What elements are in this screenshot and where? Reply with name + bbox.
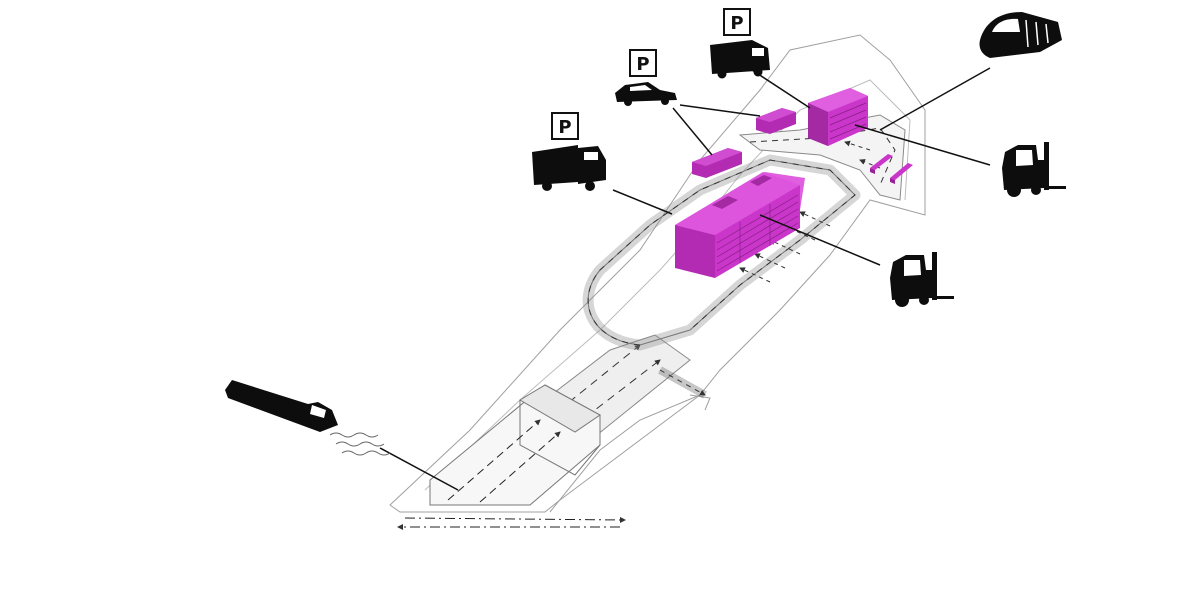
svg-text:P: P (636, 54, 649, 75)
upper-warehouse (808, 88, 868, 146)
canal-basin (429, 384, 601, 506)
rail-platforms (870, 154, 913, 184)
site-boundary (389, 34, 926, 513)
upper-road-dashes (749, 127, 896, 186)
water-waves (329, 432, 391, 456)
parking-sign-van: P (723, 8, 751, 36)
tram-icon (979, 12, 1062, 58)
parking-sign-truck: P (551, 112, 579, 140)
site-edge-lower (549, 394, 701, 513)
truck-icon (532, 145, 606, 191)
truck-parking-block (692, 148, 742, 178)
waterway-arrows (397, 516, 626, 530)
svg-text:P: P (730, 13, 743, 34)
site-edge-right (689, 394, 711, 411)
forklift-icon (1002, 142, 1066, 197)
leader-lines (379, 67, 991, 491)
car-parking-block (756, 108, 796, 134)
main-warehouse (675, 172, 805, 278)
svg-text:P: P (558, 117, 571, 138)
van-icon (710, 40, 770, 79)
barge-icon (225, 380, 338, 432)
parking-sign-car: P (629, 49, 657, 77)
car-icon (615, 82, 677, 106)
forklift-icon (890, 252, 954, 307)
exit-road-dashes (659, 369, 706, 396)
loop-road-dashes (587, 159, 856, 346)
canal-flow-arrows (447, 419, 561, 503)
